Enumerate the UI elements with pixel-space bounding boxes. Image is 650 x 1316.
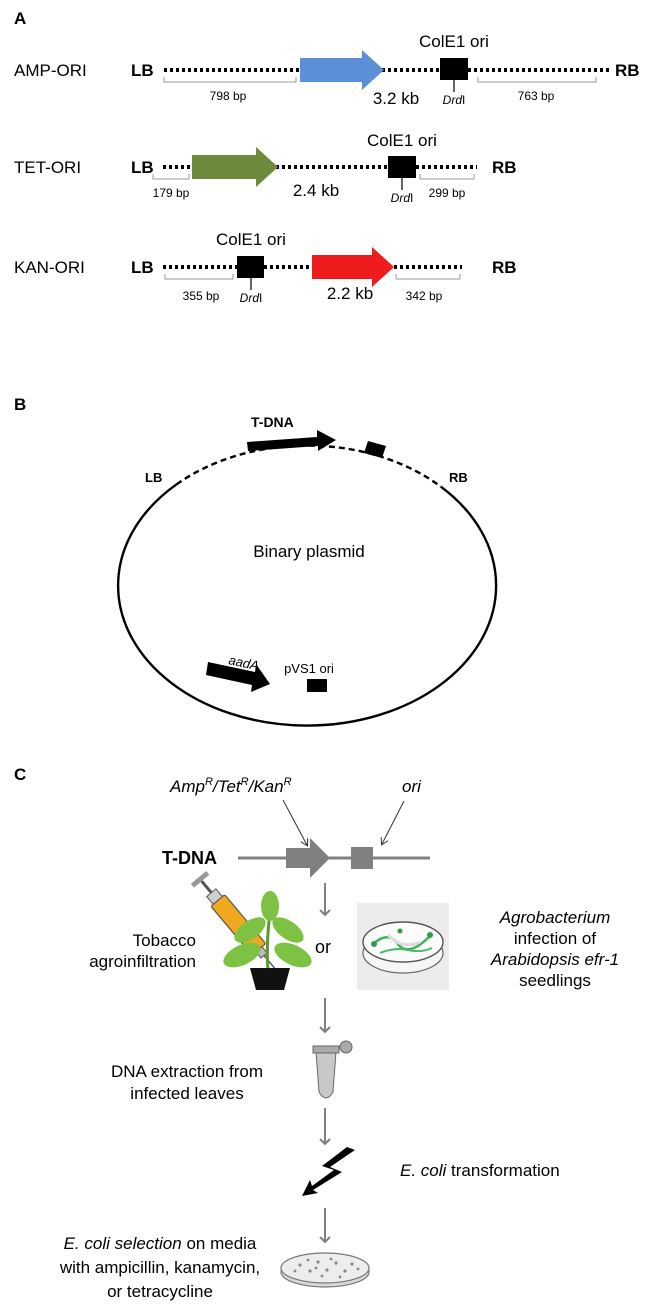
resistance-marker-label: AmpR/TetR/KanR bbox=[169, 776, 292, 796]
tdna-ori-box bbox=[364, 441, 386, 458]
drdi-site-label: DrdI bbox=[443, 93, 466, 107]
agro-label-line2: infection of bbox=[514, 929, 596, 948]
segment-size: 2.2 kb bbox=[327, 284, 373, 303]
tobacco-label-line2: agroinfiltration bbox=[89, 952, 196, 971]
drdi-site-label: DrdI bbox=[391, 191, 414, 205]
amp-gene-arrow bbox=[300, 50, 384, 90]
leaf bbox=[234, 917, 266, 943]
construct-name: KAN-ORI bbox=[14, 258, 85, 277]
marker-pointer bbox=[282, 799, 307, 845]
lb-label: LB bbox=[145, 470, 162, 485]
leaf bbox=[261, 891, 279, 921]
ori-box bbox=[351, 847, 373, 869]
tdna-label: T-DNA bbox=[162, 848, 217, 868]
left-bracket bbox=[164, 274, 234, 280]
microtube-icon bbox=[312, 1040, 353, 1099]
construct-name: TET-ORI bbox=[14, 158, 81, 177]
pvs1-ori-box bbox=[307, 679, 327, 692]
left-bracket bbox=[152, 174, 190, 180]
seedling bbox=[379, 947, 433, 954]
agro-label-line1: Agrobacterium bbox=[499, 908, 611, 927]
selection-label-line2: with ampicillin, kanamycin, bbox=[59, 1258, 260, 1277]
left-bp: 355 bp bbox=[183, 289, 220, 303]
right-bp: 299 bp bbox=[429, 186, 466, 200]
ori-label: ColE1 ori bbox=[419, 32, 489, 51]
construct-tet-ori: TET-ORI LB ColE1 ori DrdI 2.4 kb 179 bp … bbox=[14, 131, 517, 205]
right-bp: 763 bp bbox=[518, 89, 555, 103]
extraction-label-line1: DNA extraction from bbox=[111, 1062, 263, 1081]
ori-label: ori bbox=[402, 777, 422, 796]
construct-name: AMP-ORI bbox=[14, 61, 87, 80]
ori-label: ColE1 ori bbox=[216, 230, 286, 249]
ori-pointer bbox=[382, 800, 405, 844]
right-bracket bbox=[395, 274, 461, 280]
panel-c-label: C bbox=[14, 765, 26, 784]
segment-size: 3.2 kb bbox=[373, 89, 419, 108]
construct-kan-ori: KAN-ORI LB ColE1 ori DrdI 2.2 kb 355 bp … bbox=[14, 230, 517, 305]
or-label: or bbox=[315, 937, 331, 957]
right-bracket bbox=[477, 77, 597, 83]
panel-b-label: B bbox=[14, 395, 26, 414]
ori-box bbox=[440, 58, 468, 80]
panel-a-label: A bbox=[14, 9, 26, 28]
right-bp: 342 bp bbox=[406, 289, 443, 303]
segment-size: 2.4 kb bbox=[293, 181, 339, 200]
plasmid-backbone bbox=[116, 483, 498, 727]
binary-plasmid-map: T-DNA LB RB Binary plasmid aadA pVS1 ori bbox=[116, 414, 498, 727]
tobacco-label-line1: Tobacco bbox=[133, 931, 196, 950]
electroporation-bolt-icon bbox=[302, 1147, 355, 1196]
rb-label: RB bbox=[492, 258, 517, 277]
tet-gene-arrow bbox=[192, 147, 278, 187]
selection-label-line1: E. coli selection on media bbox=[64, 1234, 257, 1253]
agar-plate-icon bbox=[280, 1252, 370, 1288]
agro-label-line3: Arabidopsis efr-1 bbox=[490, 950, 619, 969]
plasmid-name: Binary plasmid bbox=[253, 542, 365, 561]
ori-box bbox=[237, 256, 264, 278]
kan-gene-arrow bbox=[312, 247, 394, 287]
leaf bbox=[223, 942, 261, 968]
tdna-label: T-DNA bbox=[251, 414, 294, 430]
rb-label: RB bbox=[449, 470, 468, 485]
aada-label: aadA bbox=[227, 652, 260, 673]
left-bp: 179 bp bbox=[153, 186, 190, 200]
extraction-label-line2: infected leaves bbox=[130, 1084, 243, 1103]
rb-label: RB bbox=[492, 158, 517, 177]
tdna-region-dashed bbox=[175, 444, 442, 488]
rb-label: RB bbox=[615, 61, 640, 80]
petri-dish-seedlings-icon bbox=[357, 903, 449, 990]
marker-gene-arrow bbox=[286, 838, 330, 878]
tobacco-plant-icon bbox=[223, 891, 312, 990]
lb-label: LB bbox=[131, 61, 154, 80]
aada-gene-arrow bbox=[206, 662, 270, 692]
lb-label: LB bbox=[131, 158, 154, 177]
ori-box bbox=[388, 156, 416, 178]
left-bp: 798 bp bbox=[210, 89, 247, 103]
drdi-site-label: DrdI bbox=[240, 291, 263, 305]
bacterial-colonies bbox=[293, 1257, 360, 1279]
leaf bbox=[274, 942, 312, 968]
pvs1-ori-label: pVS1 ori bbox=[284, 661, 334, 676]
construct-amp-ori: AMP-ORI LB ColE1 ori DrdI 3.2 kb 798 bp … bbox=[14, 32, 640, 108]
tdna-gene-arrow bbox=[247, 430, 336, 451]
plant-pot bbox=[250, 968, 290, 990]
right-bracket bbox=[419, 174, 475, 180]
ori-label: ColE1 ori bbox=[367, 131, 437, 150]
leaf bbox=[272, 917, 304, 943]
transformation-label: E. coli transformation bbox=[400, 1161, 560, 1180]
selection-label-line3: or tetracycline bbox=[107, 1282, 213, 1301]
left-bracket bbox=[163, 77, 297, 83]
agro-label-line4: seedlings bbox=[519, 971, 591, 990]
lb-label: LB bbox=[131, 258, 154, 277]
